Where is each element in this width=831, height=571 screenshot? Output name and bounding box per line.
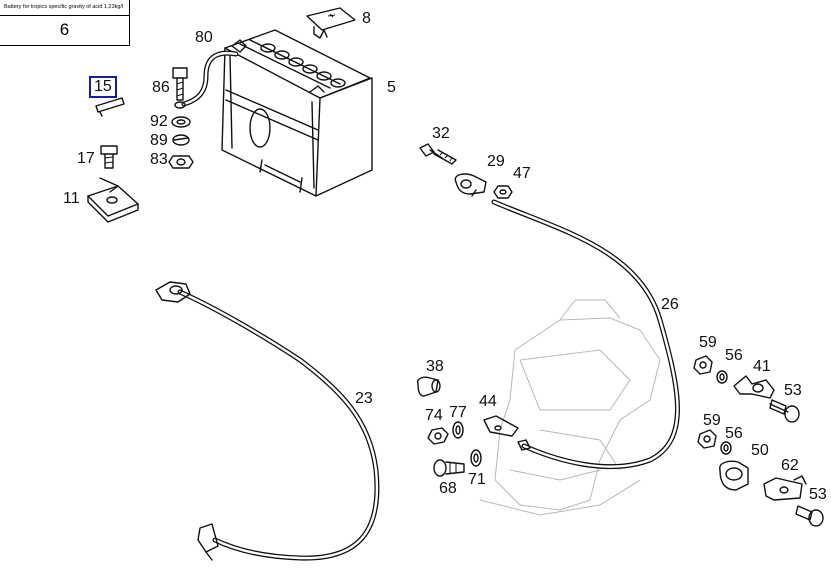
callout-89[interactable]: 89	[150, 132, 168, 149]
callout-71[interactable]: 71	[468, 471, 486, 488]
terminal-lead-part[interactable]	[174, 50, 239, 109]
callout-47[interactable]: 47	[513, 165, 531, 182]
callout-56-lower[interactable]: 56	[725, 425, 743, 442]
callout-38[interactable]: 38	[426, 358, 444, 375]
callout-23[interactable]: 23	[355, 390, 373, 407]
washer-92[interactable]	[171, 116, 191, 128]
info-note: Battery for tropics specific gravity of …	[4, 4, 124, 10]
callout-62[interactable]: 62	[781, 457, 799, 474]
terminal-cover-part[interactable]	[306, 7, 356, 39]
bolt-53-upper[interactable]	[769, 399, 800, 423]
bolt-32[interactable]	[419, 143, 457, 165]
callout-26[interactable]: 26	[661, 296, 679, 313]
clip-15[interactable]	[95, 97, 125, 117]
bolt-86[interactable]	[172, 67, 188, 101]
engine-ghost	[479, 299, 661, 516]
callout-41[interactable]: 41	[753, 358, 771, 375]
callout-80[interactable]: 80	[195, 29, 213, 46]
callout-32[interactable]: 32	[432, 125, 450, 142]
washer-56-upper[interactable]	[716, 370, 728, 384]
washer-71[interactable]	[470, 449, 482, 467]
callout-17[interactable]: 17	[77, 150, 95, 167]
callout-74[interactable]: 74	[425, 407, 443, 424]
washer-77[interactable]	[452, 421, 464, 439]
battery-part[interactable]	[221, 29, 373, 197]
callout-8[interactable]: 8	[362, 10, 371, 27]
bolt-53-lower[interactable]	[795, 505, 824, 527]
cable-23[interactable]	[155, 281, 380, 561]
nut-47[interactable]	[493, 185, 513, 199]
washer-56-lower[interactable]	[720, 441, 732, 455]
bolt-38[interactable]	[417, 376, 441, 397]
bracket-62[interactable]	[763, 475, 807, 501]
info-divider	[0, 15, 129, 16]
spring-washer-89[interactable]	[172, 134, 190, 146]
callout-53-lower[interactable]: 53	[809, 486, 827, 503]
screw-68[interactable]	[433, 459, 465, 477]
callout-92[interactable]: 92	[150, 113, 168, 130]
callout-29[interactable]: 29	[487, 153, 505, 170]
cable-26[interactable]	[491, 199, 680, 470]
nut-83[interactable]	[168, 155, 194, 169]
callout-59-upper[interactable]: 59	[699, 334, 717, 351]
callout-44[interactable]: 44	[479, 393, 497, 410]
bracket-11[interactable]	[87, 177, 139, 223]
clamp-41[interactable]	[733, 375, 775, 399]
callout-86[interactable]: 86	[152, 79, 170, 96]
callout-59-lower[interactable]: 59	[703, 412, 721, 429]
callout-5[interactable]: 5	[387, 79, 396, 96]
callout-77[interactable]: 77	[449, 404, 467, 421]
callout-53-upper[interactable]: 53	[784, 382, 802, 399]
info-box: Battery for tropics specific gravity of …	[0, 0, 130, 46]
callout-50[interactable]: 50	[751, 442, 769, 459]
callout-15-selected[interactable]: 15	[89, 76, 117, 98]
callout-68[interactable]: 68	[439, 480, 457, 497]
nut-59-upper[interactable]	[693, 355, 713, 375]
clamp-29[interactable]	[454, 173, 487, 197]
nut-59-lower[interactable]	[697, 429, 717, 449]
nut-74[interactable]	[427, 427, 449, 445]
bracket-44[interactable]	[483, 415, 519, 437]
info-number[interactable]: 6	[59, 20, 70, 39]
callout-56-upper[interactable]: 56	[725, 347, 743, 364]
bolt-17[interactable]	[100, 145, 118, 169]
clamp-50[interactable]	[719, 460, 749, 491]
callout-11[interactable]: 11	[63, 190, 80, 207]
callout-83[interactable]: 83	[150, 151, 168, 168]
